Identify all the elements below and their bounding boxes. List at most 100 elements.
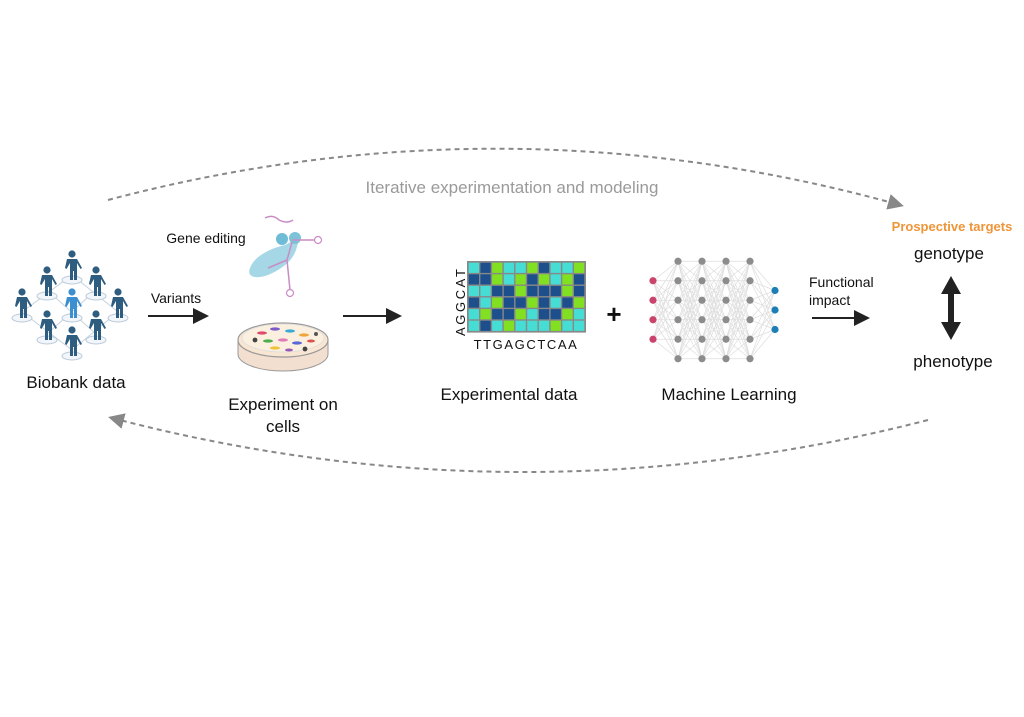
heatmap-cell <box>480 274 491 285</box>
heatmap-cell <box>468 274 479 285</box>
top-loop-arrow <box>107 147 904 210</box>
nn-edge <box>701 280 727 359</box>
nn-edge <box>701 338 727 360</box>
heatmap-cell <box>468 320 479 331</box>
nn-edge <box>677 261 703 301</box>
heatmap-grid <box>467 261 586 333</box>
nn-output-node <box>771 306 779 314</box>
nn-edge <box>677 261 703 320</box>
nn-hidden-node <box>722 355 730 363</box>
nn-edge <box>749 280 776 291</box>
heatmap-cell <box>538 262 550 273</box>
heatmap-cell <box>574 320 585 331</box>
double-arrow-icon <box>941 276 961 340</box>
nn-edge <box>652 261 679 320</box>
functional-impact-line1: Functional <box>809 274 874 290</box>
nn-edge <box>749 261 776 291</box>
heatmap-cell <box>574 309 585 320</box>
nn-edge <box>677 280 703 359</box>
heatmap-cell <box>562 285 573 297</box>
heatmap-cell <box>480 297 491 308</box>
gene-editing-label: Gene editing <box>166 230 245 246</box>
neural-network-icon <box>649 257 779 363</box>
heatmap-cell <box>503 262 515 273</box>
experiment-label-line1: Experiment on <box>228 395 338 414</box>
nn-edge <box>725 319 751 359</box>
heatmap-cell <box>492 262 503 273</box>
heatmap-cell <box>503 297 515 308</box>
heatmap-cell <box>574 285 585 297</box>
nn-hidden-node <box>674 257 682 265</box>
heatmap-cell <box>503 274 515 285</box>
nn-edge <box>725 261 751 340</box>
nn-hidden-node <box>674 296 682 304</box>
heatmap-cell <box>503 309 515 320</box>
nn-edge <box>677 338 703 360</box>
nn-hidden-node <box>722 316 730 324</box>
nn-edge <box>652 260 679 282</box>
heatmap-cell <box>562 309 573 320</box>
nn-input-node <box>649 335 657 343</box>
heatmap-cell <box>480 285 491 297</box>
heatmap-cell <box>562 297 573 308</box>
heatmap-cell <box>492 297 503 308</box>
heatmap-cell <box>550 285 561 297</box>
nn-edge <box>677 261 703 340</box>
nn-edge <box>701 261 727 340</box>
nn-hidden-node <box>746 316 754 324</box>
nn-hidden-node <box>674 355 682 363</box>
heatmap-cell <box>538 285 550 297</box>
heatmap-cell <box>503 320 515 331</box>
nn-edge <box>701 261 727 301</box>
nn-hidden-node <box>722 335 730 343</box>
nn-edge <box>725 261 751 359</box>
nn-edge <box>677 300 703 359</box>
nn-hidden-node <box>698 316 706 324</box>
heatmap-cell <box>515 274 526 285</box>
nn-edge <box>677 261 703 359</box>
plus-sign: + <box>606 299 621 329</box>
nn-edge <box>677 260 703 282</box>
heatmap-cell <box>538 274 550 285</box>
heatmap-cell <box>515 309 526 320</box>
nn-edge <box>749 329 776 359</box>
nn-hidden-node <box>674 277 682 285</box>
heatmap-cell <box>562 262 573 273</box>
heatmap-cell <box>527 285 538 297</box>
experimental-data-heatmap <box>467 261 586 333</box>
heatmap-cell <box>468 285 479 297</box>
heatmap-cell <box>527 274 538 285</box>
heatmap-cell <box>550 274 561 285</box>
nn-hidden-node <box>674 335 682 343</box>
heatmap-cell <box>527 297 538 308</box>
prospective-targets-title: Prospective targets <box>892 219 1013 234</box>
nn-hidden-node <box>746 257 754 265</box>
heatmap-cell <box>492 285 503 297</box>
nn-edge <box>701 261 727 359</box>
col-sequence: TTGAGCTCAA <box>474 337 579 352</box>
nn-edge <box>677 319 703 359</box>
nn-edge <box>725 338 751 360</box>
nn-edge <box>749 290 776 340</box>
nn-edge <box>725 300 751 359</box>
nn-input-node <box>649 316 657 324</box>
nn-hidden-node <box>674 316 682 324</box>
genotype-label: genotype <box>914 244 984 263</box>
nn-edge <box>749 309 776 359</box>
nn-hidden-node <box>746 335 754 343</box>
heatmap-cell <box>527 262 538 273</box>
row-sequence: AGGCAT <box>453 266 468 336</box>
nn-hidden-node <box>746 296 754 304</box>
heatmap-cell <box>550 297 561 308</box>
nn-hidden-node <box>698 296 706 304</box>
heatmap-cell <box>515 262 526 273</box>
biobank-label: Biobank data <box>26 373 126 392</box>
heatmap-cell <box>480 309 491 320</box>
functional-impact-line2: impact <box>809 292 850 308</box>
nn-edge <box>749 290 776 320</box>
petri-dish-icon <box>237 322 329 372</box>
nn-edge <box>701 261 727 320</box>
machine-learning-label: Machine Learning <box>661 385 796 404</box>
